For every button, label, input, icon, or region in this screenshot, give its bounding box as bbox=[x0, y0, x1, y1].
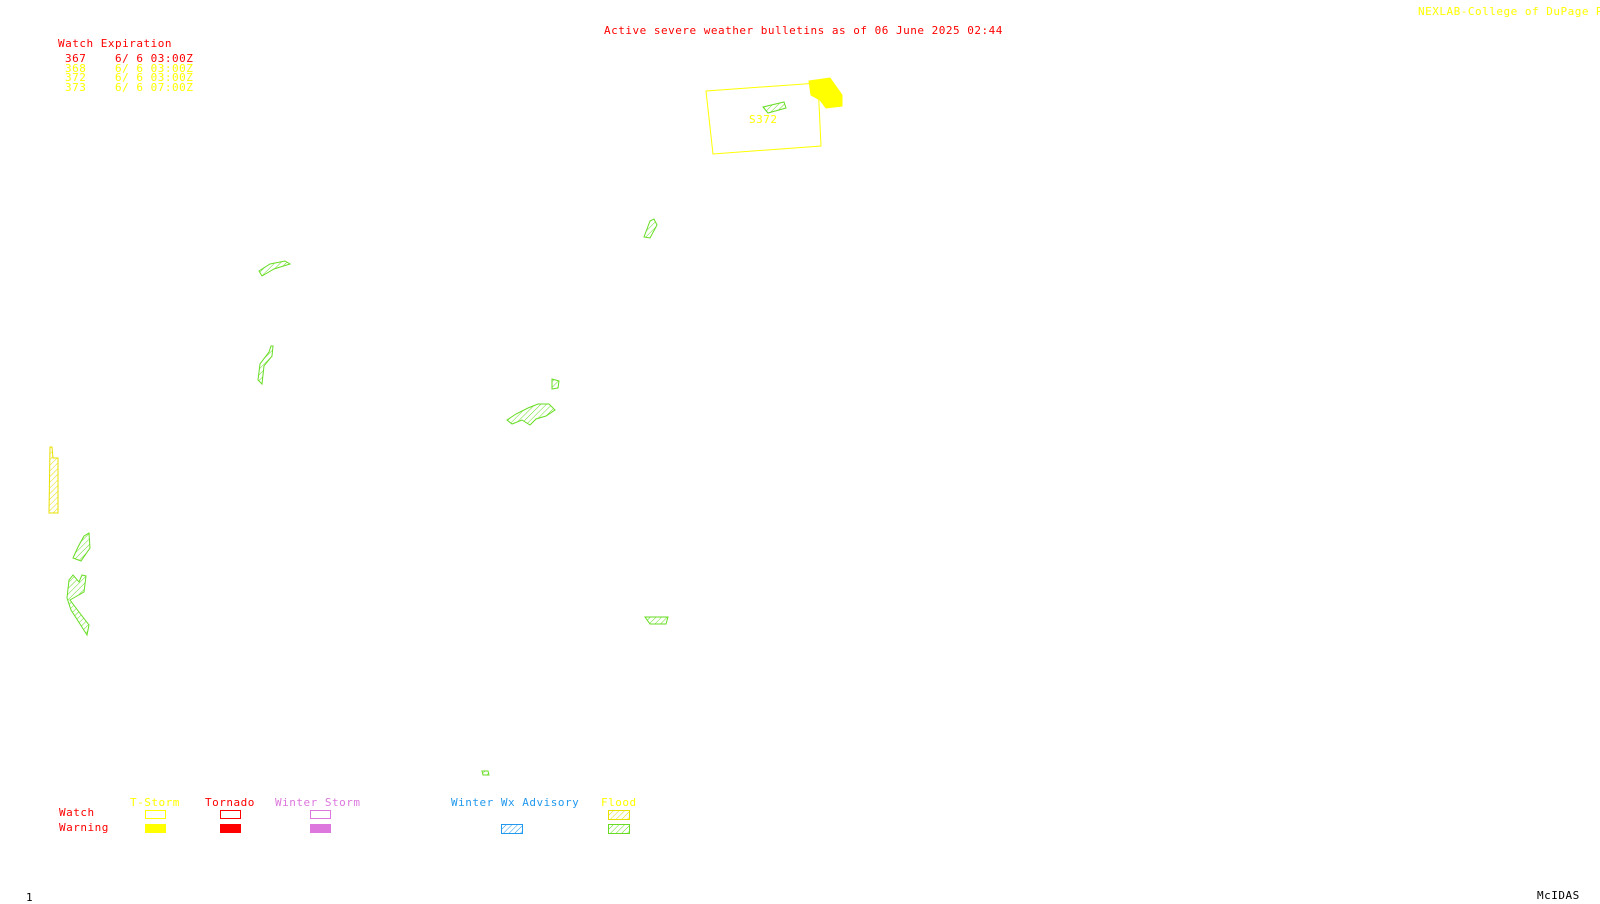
flood-warning-polygon bbox=[258, 260, 292, 277]
legend-row-watch: Watch bbox=[59, 806, 95, 819]
flood-warning-polygon bbox=[72, 532, 91, 562]
page-title: Active severe weather bulletins as of 06… bbox=[604, 24, 1003, 37]
flood-warning-polygon bbox=[66, 574, 90, 637]
watch-expiration: 6/ 6 03:00Z bbox=[115, 71, 194, 84]
winter-storm-watch-swatch bbox=[310, 810, 331, 819]
watch-id: 368 bbox=[65, 62, 87, 75]
tstorm-watch-swatch bbox=[145, 810, 166, 819]
watch-id: 373 bbox=[65, 81, 87, 94]
flood-warning-polygon bbox=[506, 403, 556, 426]
winter-advisory-swatch bbox=[501, 824, 523, 834]
tornado-watch-swatch bbox=[220, 810, 241, 819]
flood-warning-polygon bbox=[481, 770, 490, 776]
watch-expiration: 6/ 6 03:00Z bbox=[115, 62, 194, 75]
legend-row-warning: Warning bbox=[59, 821, 109, 834]
flood-watch-swatch bbox=[608, 810, 630, 820]
watch-box-s372 bbox=[705, 82, 822, 155]
watch-id: 367 bbox=[65, 52, 87, 65]
watch-id: 372 bbox=[65, 71, 87, 84]
watch-expiration: 6/ 6 07:00Z bbox=[115, 81, 194, 94]
tstorm-warning-polygon bbox=[808, 77, 843, 109]
flood-warning-polygon bbox=[644, 616, 669, 625]
tornado-warning-swatch bbox=[220, 824, 241, 833]
legend-category-winter-storm: Winter Storm bbox=[275, 796, 361, 809]
flood-warning-polygon bbox=[257, 345, 274, 386]
flood-warning-polygon bbox=[762, 101, 787, 114]
watch-box-label: S372 bbox=[749, 113, 778, 126]
frame-number: 1 bbox=[26, 891, 34, 904]
winter-storm-warning-swatch bbox=[310, 824, 331, 833]
credit-text: NEXLAB-College of DuPage R bbox=[1418, 5, 1600, 18]
flood-warning-polygon bbox=[551, 378, 560, 390]
legend-category-winter-advisory: Winter Wx Advisory bbox=[451, 796, 580, 809]
watch-expiration: 6/ 6 03:00Z bbox=[115, 52, 194, 65]
legend-category-flood: Flood bbox=[601, 796, 637, 809]
software-label: McIDAS bbox=[1537, 889, 1580, 902]
tstorm-warning-swatch bbox=[145, 824, 166, 833]
legend-category-tornado: Tornado bbox=[205, 796, 255, 809]
watch-table-heading: Watch Expiration bbox=[58, 37, 172, 50]
flood-warning-swatch bbox=[608, 824, 630, 834]
flood-warning-polygon bbox=[643, 218, 658, 239]
flood-watch-polygon bbox=[48, 446, 59, 514]
legend-category-tstorm: T-Storm bbox=[130, 796, 180, 809]
